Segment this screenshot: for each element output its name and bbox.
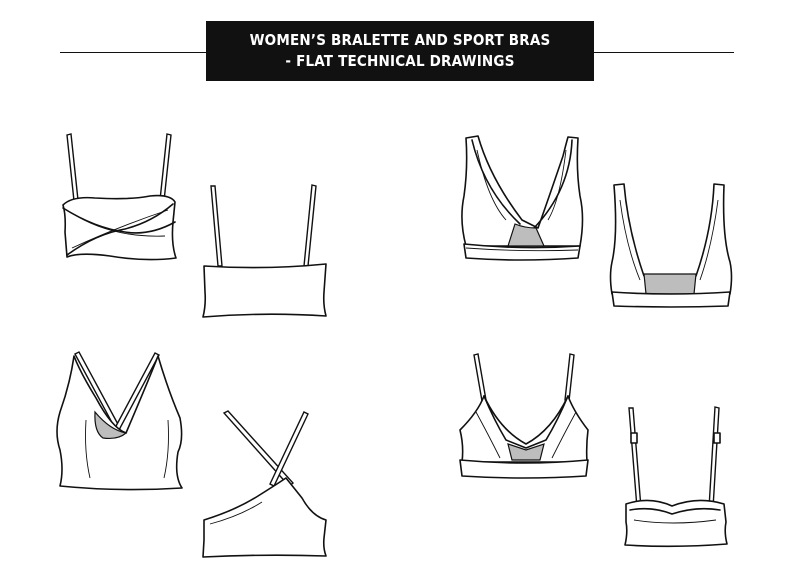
title-rule-left xyxy=(60,52,208,53)
bandeau-back xyxy=(202,184,327,318)
page-title: WOMEN’S BRALETTE AND SPORT BRAS - FLAT T… xyxy=(206,21,594,81)
triangle-bralette-back xyxy=(624,406,728,548)
title-rule-right xyxy=(592,52,734,53)
cross-back-bralette-front xyxy=(56,351,183,491)
triangle-bralette-front xyxy=(459,353,589,479)
cross-back-bralette-back xyxy=(202,410,327,558)
title-line-1: WOMEN’S BRALETTE AND SPORT BRAS xyxy=(249,31,551,49)
plunge-sport-bra-front xyxy=(461,135,584,261)
title-line-2: - FLAT TECHNICAL DRAWINGS xyxy=(285,52,515,70)
scoop-sport-bra-back xyxy=(609,183,733,308)
bandeau-twist-front xyxy=(62,133,177,261)
